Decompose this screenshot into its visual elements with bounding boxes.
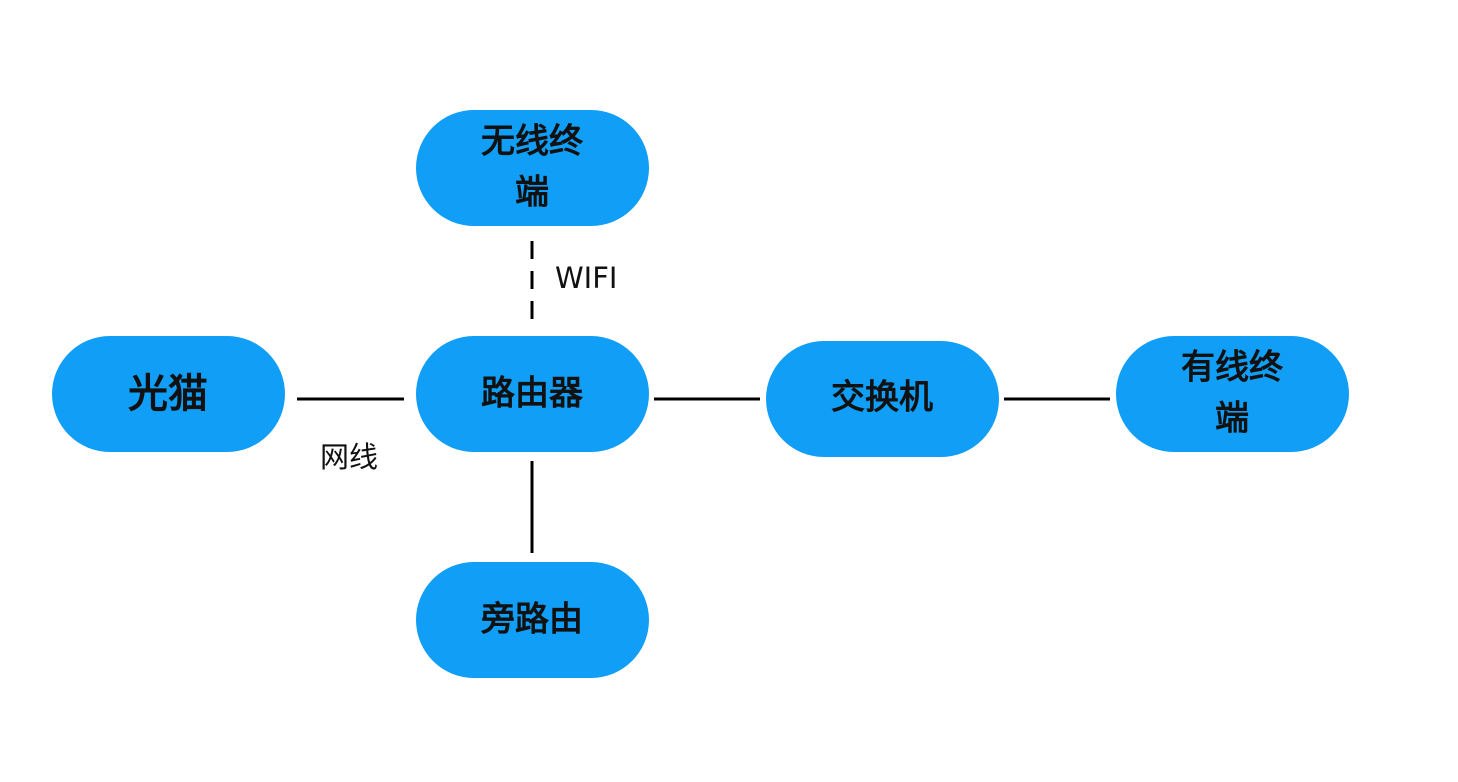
edge-label-cable: 网线 [320, 440, 378, 474]
node-wired-terminal-label-line2: 端 [1215, 399, 1249, 439]
node-wireless-terminal-label-line2: 端 [515, 173, 549, 213]
node-modem: 光猫 [52, 336, 285, 452]
node-wired-terminal: 有线终 端 [1116, 336, 1349, 452]
node-wireless-terminal: 无线终 端 [416, 110, 649, 226]
node-router: 路由器 [416, 336, 649, 452]
node-modem-label: 光猫 [128, 371, 208, 417]
node-switch-box [766, 341, 999, 457]
node-wired-terminal-box [1116, 336, 1349, 452]
node-modem-box [52, 336, 285, 452]
edge-label-wifi: WIFI [555, 261, 617, 295]
node-router-box [416, 336, 649, 452]
node-wireless-terminal-box [416, 110, 649, 226]
node-router-label: 路由器 [481, 374, 584, 414]
node-bypass-router: 旁路由 [416, 562, 649, 678]
node-wireless-terminal-label-line1: 无线终 [481, 122, 584, 162]
node-bypass-router-box [416, 562, 649, 678]
node-switch: 交换机 [766, 341, 999, 457]
node-switch-label: 交换机 [831, 378, 933, 418]
node-bypass-router-label: 旁路由 [480, 600, 583, 640]
node-wired-terminal-label-line1: 有线终 [1181, 348, 1284, 388]
